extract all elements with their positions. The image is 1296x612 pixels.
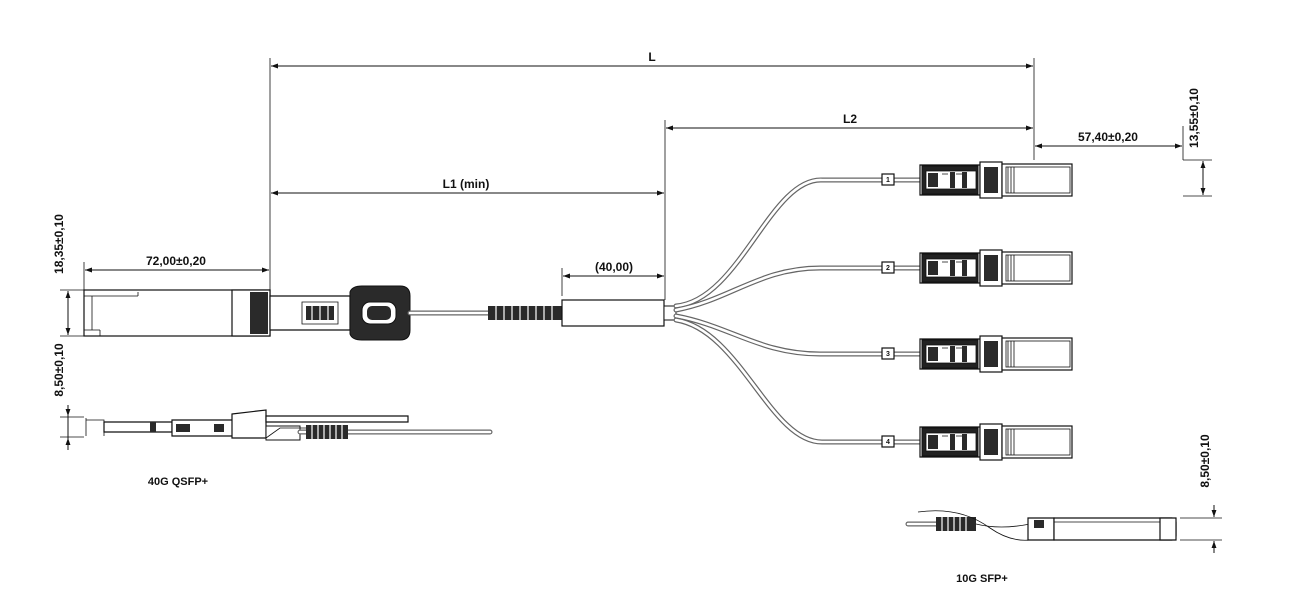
sfp-connector-side-view (905, 510, 1177, 541)
dim-L1: L1 (min) (443, 177, 490, 191)
sfp-label: 10G SFP+ (956, 573, 1008, 585)
sfp-connector-4 (919, 423, 1073, 461)
sfp-connector-3 (919, 335, 1073, 373)
leg-number-tags: 1 2 3 4 (881, 173, 895, 448)
dim-L2: L2 (843, 112, 857, 126)
leg-number-4: 4 (886, 439, 890, 446)
dimension-lines (60, 58, 1222, 553)
dim-L: L (648, 50, 655, 64)
breakout-legs (673, 177, 923, 445)
sfp-connector-2 (919, 249, 1073, 287)
dim-qsfp-thickness: 8,50±0,10 (52, 343, 66, 397)
leg-number-3: 3 (886, 351, 890, 358)
strain-relief (488, 306, 564, 320)
qsfp-label: 40G QSFP+ (148, 476, 208, 488)
qsfp-connector-side-view (85, 409, 493, 441)
sfp-connector-1 (919, 161, 1073, 199)
splitter-boot (561, 299, 665, 327)
leg-number-1: 1 (886, 177, 890, 184)
dim-qsfp-height: 18,35±0,10 (52, 214, 66, 274)
dim-sfp-height: 13,55±0,10 (1187, 88, 1201, 148)
qsfp-connector-top-view (83, 285, 411, 341)
dim-sfp-length: 57,40±0,20 (1078, 130, 1138, 144)
dim-sfp-thickness: 8,50±0,10 (1198, 434, 1212, 488)
dim-boot: (40,00) (595, 260, 633, 274)
leg-number-2: 2 (886, 265, 890, 272)
dim-qsfp-length: 72,00±0,20 (146, 254, 206, 268)
